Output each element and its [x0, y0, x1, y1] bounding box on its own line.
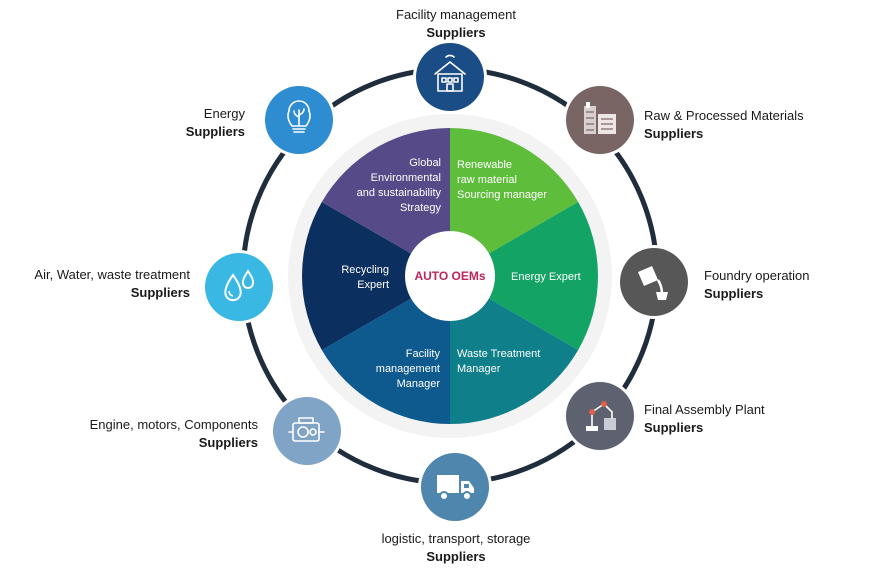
label-air-water: Air, Water, waste treatment Suppliers [0, 266, 190, 302]
label-title: Final Assembly Plant [644, 402, 765, 417]
role-segment-recycling [302, 202, 450, 350]
label-subtitle: Suppliers [130, 285, 190, 300]
label-logistics: logistic, transport, storage Suppliers [356, 530, 556, 566]
role-segment-waste [450, 276, 579, 424]
label-title: logistic, transport, storage [381, 531, 531, 546]
supplier-node-logistics [418, 450, 492, 524]
label-foundry: Foundry operation Suppliers [704, 267, 810, 303]
factory-house-icon [434, 54, 466, 92]
label-subtitle: Suppliers [704, 286, 764, 301]
center-label: AUTO OEMs [414, 269, 485, 283]
truck-icon [437, 475, 474, 501]
label-title: Engine, motors, Components [89, 417, 258, 432]
supplier-node-energy-sup [262, 83, 336, 157]
role-segment-renewable [450, 128, 579, 276]
supplier-node-assembly [563, 379, 637, 453]
supplier-node-raw-materials [563, 83, 637, 157]
node-circle [273, 397, 341, 465]
label-energy-sup: Energy Suppliers [150, 105, 245, 141]
label-subtitle: Suppliers [198, 435, 258, 450]
industrial-plant-icon [584, 102, 616, 134]
label-facility-mgmt: Facility management Suppliers [376, 6, 536, 42]
label-title: Energy [203, 106, 245, 121]
label-subtitle: Suppliers [426, 549, 486, 564]
node-circle [416, 43, 484, 111]
node-circle [566, 382, 634, 450]
supplier-node-foundry [617, 245, 691, 319]
supplier-node-engine [270, 394, 344, 468]
label-engine: Engine, motors, Components Suppliers [58, 416, 258, 452]
label-title: Facility management [396, 7, 516, 22]
label-subtitle: Suppliers [185, 124, 245, 139]
label-subtitle: Suppliers [644, 420, 704, 435]
role-segment-facility [321, 276, 450, 424]
label-title: Raw & Processed Materials [644, 108, 804, 123]
role-segment-global [321, 128, 450, 276]
water-drops-icon [224, 269, 255, 302]
engine-icon [288, 417, 325, 442]
lightbulb-leaf-icon [287, 100, 311, 133]
supplier-node-facility-mgmt [413, 40, 487, 114]
label-subtitle: Suppliers [426, 25, 486, 40]
ladle-pour-icon [638, 266, 668, 300]
robot-arm-icon [586, 401, 616, 431]
node-circle [620, 248, 688, 316]
supplier-node-air-water [202, 250, 276, 324]
role-label-energy: Energy Expert [511, 271, 581, 283]
label-raw-materials: Raw & Processed Materials Suppliers [644, 107, 804, 143]
label-title: Foundry operation [704, 268, 810, 283]
supplier-nodes [202, 40, 691, 524]
label-subtitle: Suppliers [644, 126, 704, 141]
center-circle [405, 231, 495, 321]
role-segment-energy [450, 202, 599, 350]
label-title: Air, Water, waste treatment [34, 267, 190, 282]
label-assembly: Final Assembly Plant Suppliers [644, 401, 765, 437]
